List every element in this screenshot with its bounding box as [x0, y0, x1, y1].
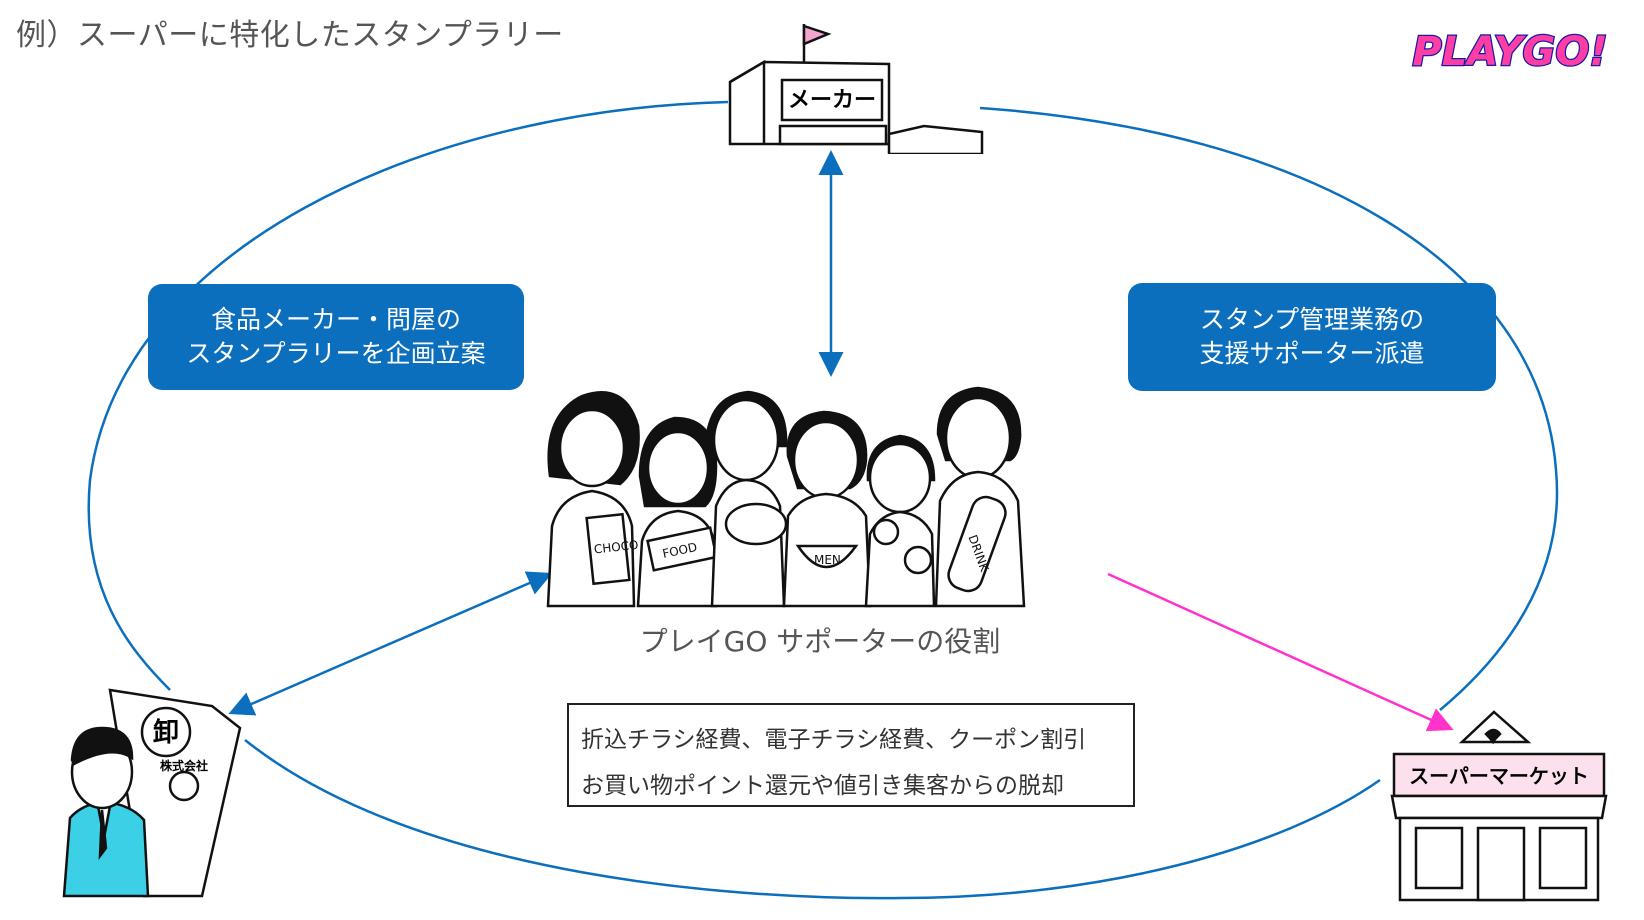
maker-building-illustration: メーカー [728, 24, 984, 154]
wholesaler-sign-text: 卸 [153, 717, 179, 748]
wholesaler-sub-text: 株式会社 [160, 758, 208, 773]
note-line2: お買い物ポイント還元や値引き集客からの脱却 [581, 773, 1064, 799]
supporter-1 [546, 391, 640, 608]
arrow-wholesaler-center [228, 571, 553, 716]
flag-icon [802, 24, 832, 46]
wholesaler-seal [140, 706, 192, 758]
cycle-arc-bottom [244, 739, 1381, 900]
label-men: MEN [814, 553, 841, 567]
supermarket-sign-text: スーパーマーケット [1409, 764, 1589, 788]
cycle-arc-top-left [87, 100, 729, 691]
supporters-group-illustration: CHOCO FOOD MEN DRINK [546, 386, 1026, 608]
note-line1: 折込チラシ経費、電子チラシ経費、クーポン割引 [581, 727, 1087, 753]
maker-sign-text: メーカー [788, 88, 876, 113]
note-box: 折込チラシ経費、電子チラシ経費、クーポン割引 お買い物ポイント還元や値引き集客か… [567, 703, 1135, 807]
supporter-5 [864, 434, 936, 608]
center-caption: プレイGO サポーターの役割 [639, 625, 1001, 658]
role-right-line1: スタンプ管理業務の [1199, 305, 1425, 334]
role-left-line1: 食品メーカー・問屋の [210, 305, 461, 334]
page-title: 例）スーパーに特化したスタンプラリー [16, 18, 564, 53]
playgo-logo: PLAYGO! [1411, 28, 1609, 74]
role-right-line2: 支援サポーター派遣 [1199, 339, 1425, 368]
role-left-line2: スタンプラリーを企画立案 [186, 339, 486, 368]
role-box-support: スタンプ管理業務の 支援サポーター派遣 [1128, 283, 1496, 391]
awning [1390, 794, 1608, 820]
roof-peak [1458, 710, 1532, 744]
maker-sign-board [780, 78, 884, 122]
supporter-6 [934, 386, 1026, 608]
role-box-planning: 食品メーカー・問屋の スタンプラリーを企画立案 [148, 284, 524, 390]
logo-text: PLAYGO! [1412, 29, 1607, 74]
label-choco: CHOCO [593, 538, 639, 557]
arrow-center-supermarket [1107, 572, 1454, 732]
supporter-4 [782, 410, 872, 608]
supermarket-illustration: スーパーマーケット [1390, 710, 1608, 902]
supermarket-sign-board [1392, 752, 1606, 798]
supporter-3 [704, 390, 788, 608]
supporter-2 [636, 416, 718, 608]
heart-icon [1484, 728, 1502, 745]
cycle-arc-top-right [979, 106, 1559, 711]
wholesaler-illustration: 卸 株式会社 [62, 688, 242, 898]
